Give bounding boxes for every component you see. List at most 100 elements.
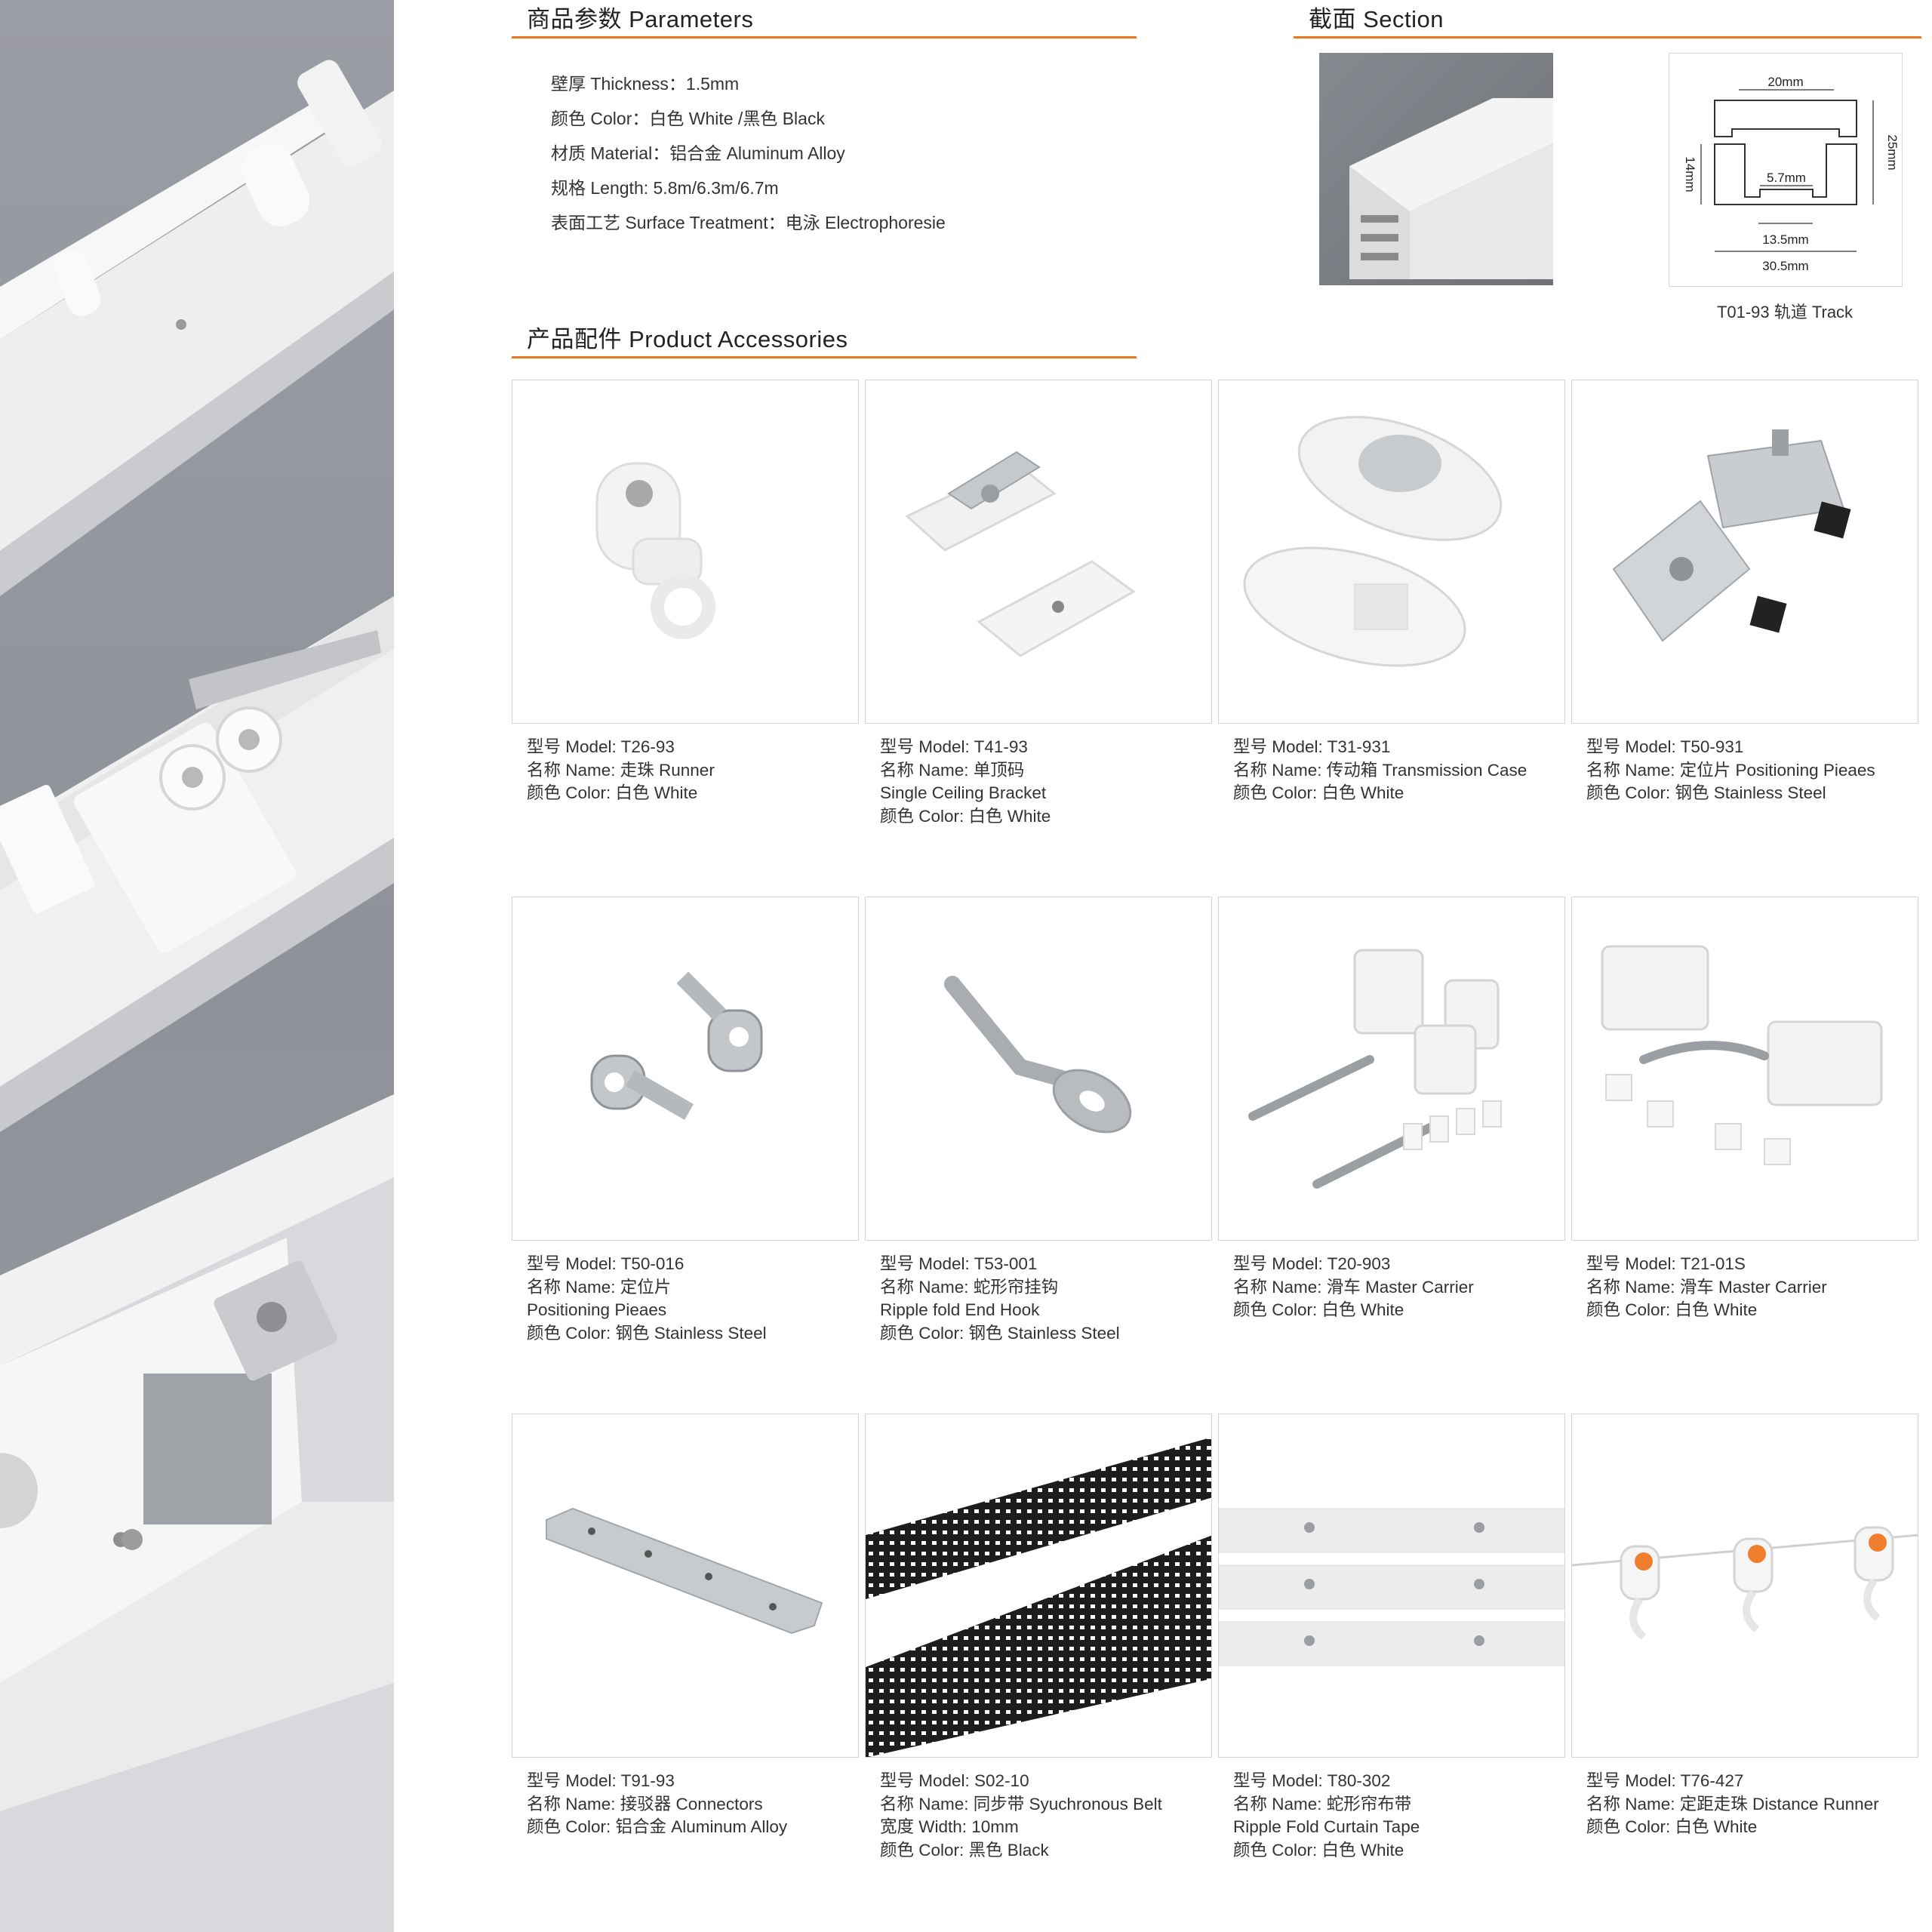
param-length: 规格 Length: 5.8m/6.3m/6.7m	[551, 178, 779, 198]
accessory-info: 型号 Model: T50-931 名称 Name: 定位片 Positioni…	[1571, 724, 1918, 805]
dimension-diagram-icon: 20mm 25mm 14mm 5.7mm 13.5mm 30.5mm	[1683, 75, 1900, 273]
accessory-color: 颜色 Color: 钢色 Stainless Steel	[880, 1323, 1120, 1343]
accessory-card-s02-10: 型号 Model: S02-10 名称 Name: 同步带 Syuchronou…	[865, 1414, 1212, 1862]
belt-icon	[866, 1437, 1211, 1757]
accessory-image	[1571, 1414, 1918, 1758]
accessory-info: 型号 Model: T31-931 名称 Name: 传动箱 Transmiss…	[1218, 724, 1565, 805]
accessory-card-t53-001: 型号 Model: T53-001 名称 Name: 蛇形帘挂钩 Ripple …	[865, 897, 1212, 1345]
accessory-card-t20-903: 型号 Model: T20-903 名称 Name: 滑车 Master Car…	[1218, 897, 1565, 1322]
accessory-color: 颜色 Color: 铝合金 Aluminum Alloy	[527, 1817, 788, 1836]
param-surface: 表面工艺 Surface Treatment：电泳 Electrophoresi…	[551, 213, 946, 232]
distance-runner-icon	[1572, 1526, 1918, 1640]
parameters-list: 壁厚 Thickness：1.5mm 颜色 Color：白色 White /黑色…	[551, 69, 946, 243]
accessory-name: 名称 Name: 单顶码	[880, 760, 1025, 780]
accessory-name: 名称 Name: 滑车 Master Carrier	[1233, 1277, 1474, 1297]
accessory-name: 名称 Name: 接驳器 Connectors	[527, 1794, 763, 1814]
accessory-name: 名称 Name: 滑车 Master Carrier	[1586, 1277, 1827, 1297]
accessory-info: 型号 Model: S02-10 名称 Name: 同步带 Syuchronou…	[865, 1758, 1212, 1862]
dim-bottom: 30.5mm	[1762, 259, 1808, 273]
positioning-pieces-icon	[1612, 429, 1851, 642]
track-section-photo	[1319, 53, 1553, 285]
accessory-card-t76-427: 型号 Model: T76-427 名称 Name: 定距走珠 Distance…	[1571, 1414, 1918, 1839]
accessory-name: 名称 Name: 定距走珠 Distance Runner	[1586, 1794, 1879, 1814]
accessory-model: 型号 Model: T31-931	[1233, 737, 1391, 756]
param-thickness: 壁厚 Thickness：1.5mm	[551, 74, 740, 94]
accessory-color: 颜色 Color: 白色 White	[1586, 1817, 1758, 1836]
accessory-model: 型号 Model: T41-93	[880, 737, 1028, 756]
accessory-info: 型号 Model: T76-427 名称 Name: 定距走珠 Distance…	[1571, 1758, 1918, 1839]
accessory-color: 颜色 Color: 白色 White	[880, 806, 1051, 826]
accessory-image	[865, 380, 1212, 724]
accessory-image	[512, 897, 859, 1241]
accessory-name: 名称 Name: 同步带 Syuchronous Belt	[880, 1794, 1162, 1814]
accessory-info: 型号 Model: T50-016 名称 Name: 定位片 Positioni…	[512, 1241, 859, 1345]
accessory-name-en: Ripple fold End Hook	[880, 1300, 1040, 1319]
accessory-model: 型号 Model: T80-302	[1233, 1771, 1391, 1790]
accessory-info: 型号 Model: T91-93 名称 Name: 接驳器 Connectors…	[512, 1758, 859, 1839]
accessory-image	[865, 897, 1212, 1241]
accessory-card-t21-01s: 型号 Model: T21-01S 名称 Name: 滑车 Master Car…	[1571, 897, 1918, 1322]
accessory-info: 型号 Model: T80-302 名称 Name: 蛇形帘布带 Ripple …	[1218, 1758, 1565, 1862]
runner-icon	[595, 462, 715, 639]
accessory-info: 型号 Model: T20-903 名称 Name: 滑车 Master Car…	[1218, 1241, 1565, 1322]
section-heading-text: 截面 Section	[1309, 6, 1444, 32]
accessory-color: 颜色 Color: 白色 White	[1586, 1300, 1758, 1319]
track-profile-icon	[1349, 98, 1553, 279]
accessory-model: 型号 Model: T20-903	[1233, 1254, 1391, 1273]
accessory-image	[512, 380, 859, 724]
accessory-info: 型号 Model: T41-93 名称 Name: 单顶码 Single Cei…	[865, 724, 1212, 828]
accessory-name: 名称 Name: 传动箱 Transmission Case	[1233, 760, 1527, 780]
accessory-width: 宽度 Width: 10mm	[880, 1817, 1019, 1836]
accessory-color: 颜色 Color: 钢色 Stainless Steel	[1586, 783, 1826, 802]
accessory-name-en: Positioning Pieaes	[527, 1300, 667, 1319]
connector-icon	[546, 1507, 823, 1635]
accessory-model: 型号 Model: T26-93	[527, 737, 675, 756]
positioning-clips-icon	[590, 971, 763, 1120]
master-carrier-icon	[1601, 945, 1883, 1165]
accessory-card-t31-931: 型号 Model: T31-931 名称 Name: 传动箱 Transmiss…	[1218, 380, 1565, 805]
accessory-model: 型号 Model: T21-01S	[1586, 1254, 1746, 1273]
accessory-name: 名称 Name: 蛇形帘布带	[1233, 1794, 1412, 1814]
accessory-info: 型号 Model: T21-01S 名称 Name: 滑车 Master Car…	[1571, 1241, 1918, 1322]
accessory-card-t26-93: 型号 Model: T26-93 名称 Name: 走珠 Runner 颜色 C…	[512, 380, 859, 805]
dim-inner: 5.7mm	[1767, 171, 1806, 185]
accessory-image	[1218, 1414, 1565, 1758]
accessory-image	[1571, 897, 1918, 1241]
accessory-model: 型号 Model: T76-427	[1586, 1771, 1744, 1790]
accessory-name: 名称 Name: 蛇形帘挂钩	[880, 1277, 1059, 1297]
accessory-image	[1218, 380, 1565, 724]
transmission-case-icon	[1243, 416, 1503, 667]
accessory-image	[512, 1414, 859, 1758]
accessories-heading: 产品配件 Product Accessories	[512, 320, 1137, 358]
accessory-name: 名称 Name: 走珠 Runner	[527, 760, 715, 780]
accessory-image	[1571, 380, 1918, 724]
accessory-image	[1218, 897, 1565, 1241]
parameters-heading-text: 商品参数 Parameters	[527, 6, 754, 32]
param-material: 材质 Material：铝合金 Aluminum Alloy	[551, 143, 845, 163]
accessories-heading-text: 产品配件 Product Accessories	[527, 326, 848, 352]
accessory-model: 型号 Model: T50-931	[1586, 737, 1744, 756]
track-caption: T01-93 轨道 Track	[1716, 303, 1854, 321]
param-color: 颜色 Color：白色 White /黑色 Black	[551, 109, 825, 128]
accessory-card-t50-931: 型号 Model: T50-931 名称 Name: 定位片 Positioni…	[1571, 380, 1918, 805]
accessory-model: 型号 Model: T91-93	[527, 1771, 675, 1790]
accessory-color: 颜色 Color: 白色 White	[1233, 1840, 1404, 1860]
track-photo-illustration	[0, 60, 394, 1932]
accessory-card-t41-93: 型号 Model: T41-93 名称 Name: 单顶码 Single Cei…	[865, 380, 1212, 828]
accessory-info: 型号 Model: T26-93 名称 Name: 走珠 Runner 颜色 C…	[512, 724, 859, 805]
accessory-name-en: Ripple Fold Curtain Tape	[1233, 1817, 1420, 1836]
master-carrier-icon	[1248, 949, 1502, 1189]
accessory-name: 名称 Name: 定位片	[527, 1277, 672, 1297]
accessory-model: 型号 Model: T53-001	[880, 1254, 1038, 1273]
accessory-color: 颜色 Color: 黑色 Black	[880, 1840, 1049, 1860]
dim-height-left: 14mm	[1683, 156, 1697, 192]
accessory-card-t80-302: 型号 Model: T80-302 名称 Name: 蛇形帘布带 Ripple …	[1218, 1414, 1565, 1862]
ceiling-bracket-icon	[905, 451, 1136, 657]
dim-height-right: 25mm	[1885, 134, 1900, 170]
accessory-model: 型号 Model: S02-10	[880, 1771, 1029, 1790]
parameters-heading: 商品参数 Parameters	[512, 0, 1137, 38]
track-dimension-diagram: 20mm 25mm 14mm 5.7mm 13.5mm 30.5mm	[1669, 53, 1903, 287]
section-heading: 截面 Section	[1294, 0, 1921, 38]
dim-lower: 13.5mm	[1762, 232, 1808, 247]
accessory-name: 名称 Name: 定位片 Positioning Pieaes	[1586, 760, 1875, 780]
